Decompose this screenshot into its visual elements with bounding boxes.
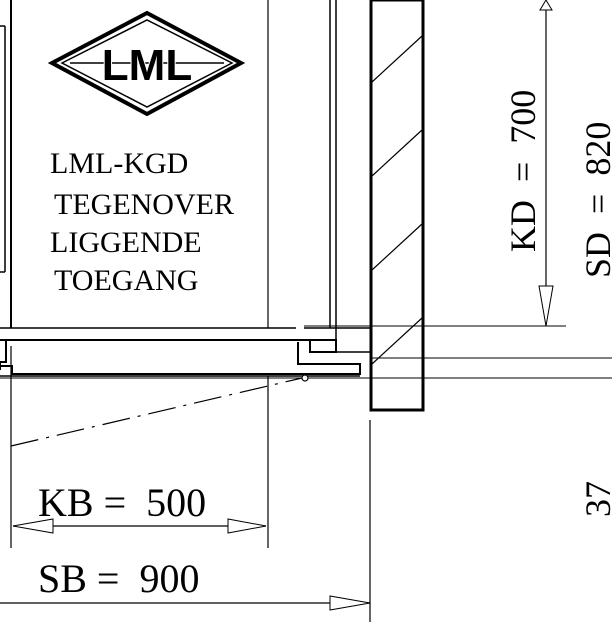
sb-dimension: SB = 900 bbox=[0, 556, 371, 611]
logo-text: LML bbox=[102, 41, 192, 90]
description-block: LML-KGD TEGENOVER LIGGENDE TOEGANG bbox=[50, 147, 234, 297]
side-value-label: 37 bbox=[578, 481, 612, 517]
description-line-1: LML-KGD bbox=[50, 147, 188, 180]
description-line-2: TEGENOVER bbox=[54, 188, 234, 221]
sd-dimension: SD = 820 bbox=[578, 122, 612, 278]
description-line-4: TOEGANG bbox=[54, 264, 198, 297]
kd-dimension: KD = 700 bbox=[304, 0, 566, 327]
side-dimension: 37 bbox=[578, 481, 612, 517]
lml-logo: LML bbox=[47, 10, 246, 117]
door-swing-line bbox=[10, 374, 309, 447]
sd-label: SD = 820 bbox=[578, 122, 612, 278]
left-frame bbox=[0, 25, 6, 273]
kb-label: KB = 500 bbox=[38, 480, 206, 525]
kb-dimension: KB = 500 bbox=[12, 480, 267, 534]
kd-label: KD = 700 bbox=[503, 90, 543, 252]
car-enclosure bbox=[0, 0, 370, 340]
description-line-3: LIGGENDE bbox=[50, 226, 202, 259]
sb-label: SB = 900 bbox=[38, 556, 199, 601]
shaft-wall bbox=[369, 0, 425, 622]
